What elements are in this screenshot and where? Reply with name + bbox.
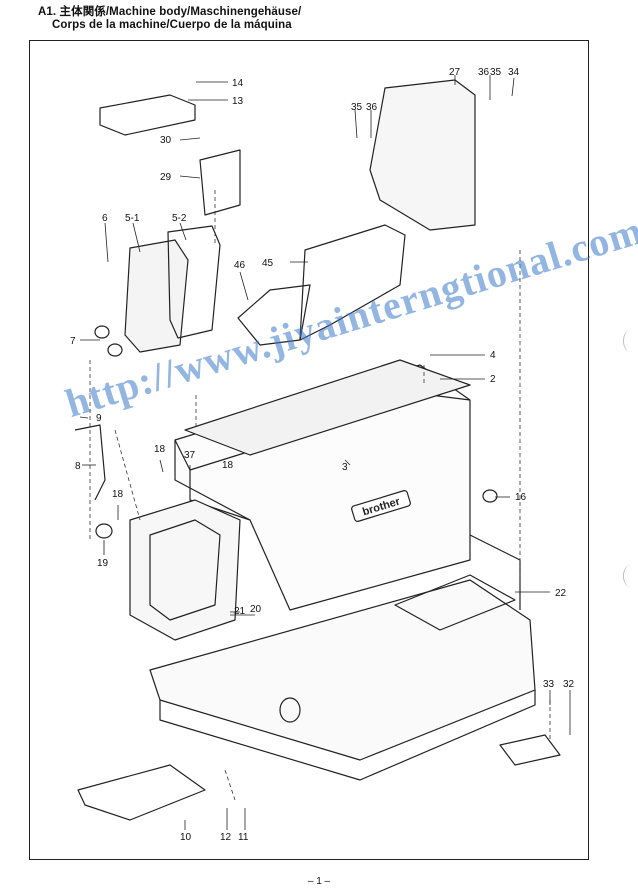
callout-32: 32: [563, 679, 575, 690]
callout-21: 21: [234, 606, 246, 617]
callout-37: 37: [184, 450, 196, 461]
callout-10: 10: [180, 832, 192, 843]
plate-32: [499, 734, 561, 766]
callout-6: 6: [102, 213, 108, 224]
callout-2: 2: [490, 374, 496, 385]
callout-45: 45: [262, 258, 274, 269]
callout-13: 13: [232, 96, 244, 107]
callout-18-c: 18: [112, 489, 124, 500]
callout-22: 22: [555, 588, 567, 599]
callout-36-left: 36: [366, 102, 378, 113]
callout-35-top: 35: [490, 67, 502, 78]
callout-4: 4: [490, 350, 496, 361]
header-title-line1: A1. 主体関係/Machine body/Maschinengehäuse/: [38, 6, 302, 18]
callout-35-left: 35: [351, 102, 363, 113]
page-number: – 1 –: [307, 876, 331, 887]
header-title-line2: Corps de la machine/Cuerpo de la máquina: [52, 19, 292, 31]
face-plate: [124, 239, 189, 353]
top-cover: [184, 359, 471, 456]
cover-29: [199, 149, 241, 216]
callout-18-a: 18: [154, 444, 166, 455]
machine-head: [129, 499, 241, 641]
callout-5-2: 5-2: [172, 213, 187, 224]
scan-edge-mark: [623, 330, 638, 352]
brand-plate: [351, 490, 411, 522]
callout-46: 46: [234, 260, 246, 271]
lever-8: [74, 424, 106, 501]
callout-20: 20: [250, 604, 262, 615]
callout-16: 16: [515, 492, 527, 503]
callout-36-top: 36: [478, 67, 490, 78]
callout-7: 7: [70, 336, 76, 347]
callout-11: 11: [238, 832, 249, 843]
callout-9: 9: [96, 413, 102, 424]
cover-46: [237, 284, 311, 346]
plate-22: [394, 574, 516, 631]
callout-5-1: 5-1: [125, 213, 140, 224]
callout-12: 12: [220, 832, 232, 843]
callout-19: 19: [97, 558, 109, 569]
bracket-10: [77, 764, 206, 821]
callout-18-b: 18: [222, 460, 234, 471]
face-plate-gasket: [167, 225, 221, 339]
page-header: A1. 主体関係/Machine body/Maschinengehäuse/ …: [38, 6, 301, 32]
callout-27: 27: [449, 67, 461, 78]
scan-edge-mark: [623, 565, 638, 587]
belt-cover: [369, 79, 476, 231]
callout-14: 14: [232, 78, 244, 89]
bracket-13: [99, 94, 196, 136]
callout-8: 8: [75, 461, 81, 472]
callout-33: 33: [543, 679, 555, 690]
callout-34: 34: [508, 67, 520, 78]
callout-30: 30: [160, 135, 172, 146]
callout-3: 3: [342, 462, 348, 473]
diagram-frame: [29, 40, 589, 860]
callout-29: 29: [160, 172, 172, 183]
